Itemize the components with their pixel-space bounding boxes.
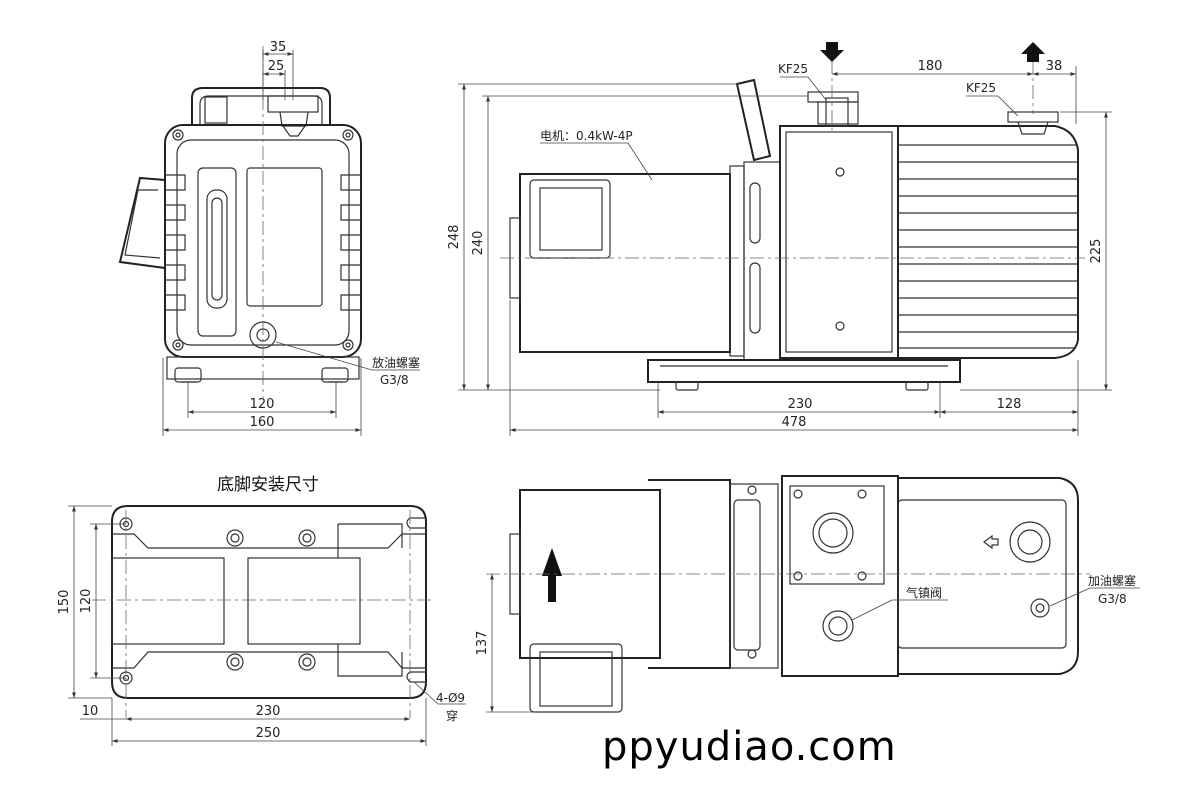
flow-direction-arrow-icon [542,548,562,602]
dim-top-137: 137 [475,631,490,656]
dim-side-225: 225 [1089,239,1104,264]
base-view-title: 底脚安装尺寸 [217,475,319,495]
side-dimensions: 180 38 248 240 225 230 128 478 [447,59,1112,436]
drain-plug-spec: G3/8 [380,373,409,387]
dim-base-250: 250 [256,726,281,741]
outlet-kf25-label: KF25 [966,81,996,95]
dim-side-230: 230 [788,397,813,412]
front-view [118,46,420,398]
dim-front-35: 35 [270,40,287,55]
drain-plug-label: 放油螺塞 [372,355,420,370]
top-view: 气镇阀 加油螺塞 G3/8 137 [475,475,1140,713]
base-view: 底脚安装尺寸 [92,475,432,718]
dim-base-120: 120 [79,589,94,614]
dim-side-478: 478 [782,415,807,430]
front-dimensions: 35 25 120 160 放油螺塞 G3/8 [162,40,420,436]
fill-plug-label: 加油螺塞 [1088,573,1136,588]
dim-side-240: 240 [471,231,486,256]
dim-base-230: 230 [256,704,281,719]
dim-side-128: 128 [997,397,1022,412]
dim-base-10: 10 [82,704,99,719]
watermark-text: ppyudiao.com [602,724,897,770]
inlet-kf25-label: KF25 [778,62,808,76]
dim-side-38: 38 [1046,59,1063,74]
dim-front-25: 25 [268,59,285,74]
holes-label: 4-Ø9 [436,691,465,705]
motor-label: 电机：0.4kW-4P [540,129,633,143]
dim-front-120: 120 [250,397,275,412]
gas-ballast-label: 气镇阀 [906,585,942,600]
dim-side-180: 180 [918,59,943,74]
holes-label-through: 穿 [446,708,458,723]
base-dimensions: 150 120 10 230 250 4-Ø9 穿 [57,505,466,746]
dim-base-150: 150 [57,590,72,615]
dim-side-248: 248 [447,225,462,250]
outlet-arrow-icon [1021,42,1045,62]
inlet-arrow-icon [820,42,844,62]
dim-front-160: 160 [250,415,275,430]
side-view: 电机：0.4kW-4P KF25 KF25 [500,42,1085,391]
fill-plug-spec: G3/8 [1098,592,1127,606]
